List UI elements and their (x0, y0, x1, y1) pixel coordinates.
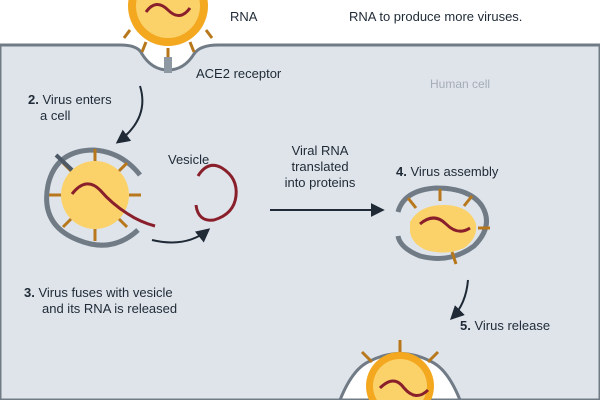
step-5-label: 5. Virus release (460, 318, 550, 334)
step-4-label: 4. Virus assembly (396, 164, 498, 180)
translation-note: Viral RNA translated into proteins (270, 143, 370, 191)
step-2-number: 2. (28, 92, 39, 107)
step-3-number: 3. (24, 285, 35, 300)
human-cell-label: Human cell (430, 77, 491, 91)
translation-line-1: Viral RNA (291, 143, 349, 158)
released-rna (194, 163, 238, 222)
exit-arrow (450, 279, 469, 320)
enter-arrow (115, 85, 144, 144)
step-2-line-1: Virus enters (42, 92, 112, 107)
virus-attaching (122, 0, 214, 73)
step-4-number: 4. (396, 164, 407, 179)
step-3-line-1: Virus fuses with vesicle (38, 285, 173, 300)
assembly-virus (395, 185, 490, 265)
release-arrow (151, 228, 211, 244)
translation-line-3: into proteins (284, 175, 356, 190)
vesicle-with-virus (44, 147, 156, 248)
rna-top-note: RNA to produce more viruses. (349, 9, 523, 24)
step-5-number: 5. (460, 318, 471, 333)
rna-label: RNA (230, 9, 258, 24)
translation-line-2: translated (291, 159, 349, 174)
ace2-receptor (164, 57, 172, 73)
step-3-line-2: and its RNA is released (42, 301, 178, 316)
step-2-label: 2. Virus enters a cell (28, 92, 112, 124)
ace2-receptor-label: ACE2 receptor (196, 66, 282, 81)
released-virus (360, 340, 440, 400)
step-4-line-1: Virus assembly (410, 164, 499, 179)
vesicle-label: Vesicle (168, 152, 210, 167)
step-5-line-1: Virus release (474, 318, 551, 333)
step-3-label: 3. Virus fuses with vesicle and its RNA … (24, 285, 177, 317)
step-2-line-2: a cell (40, 108, 71, 123)
